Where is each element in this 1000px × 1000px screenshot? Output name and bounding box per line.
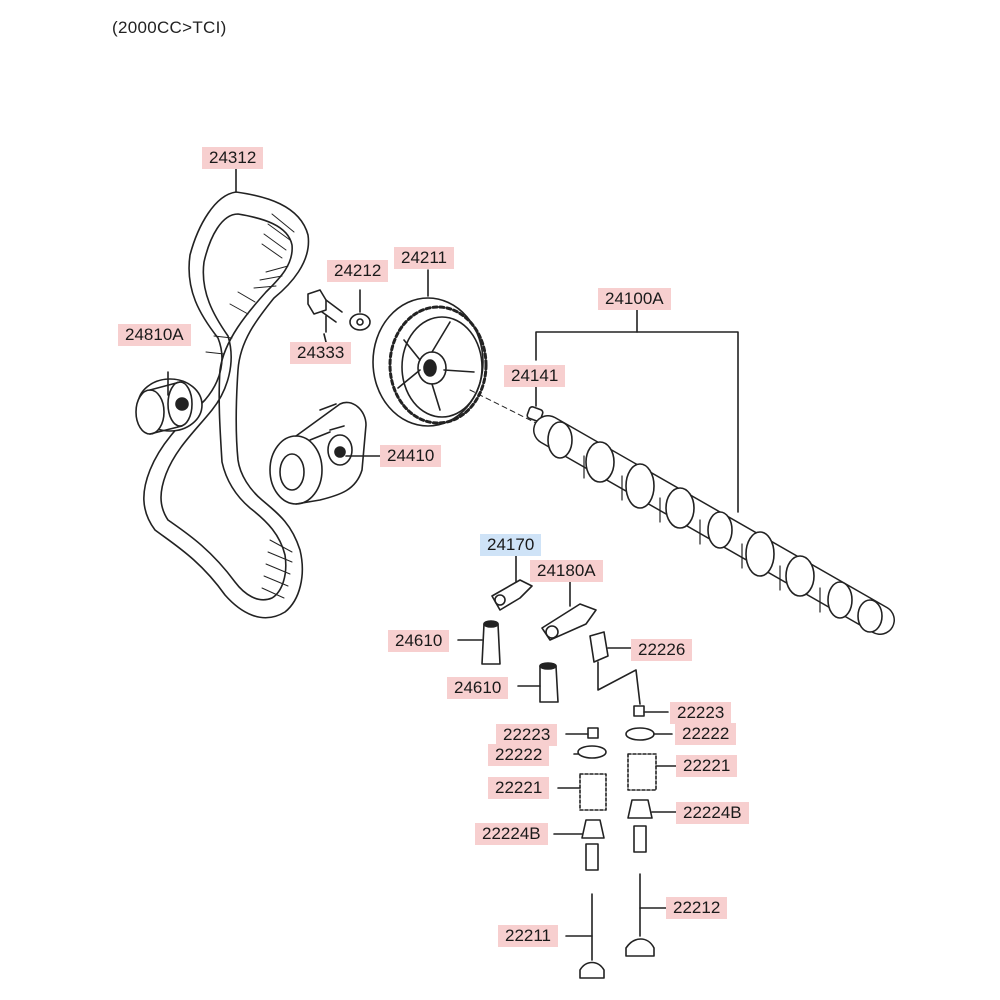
lash-adjuster-1-drawing <box>457 620 501 665</box>
bolt-washer-drawing <box>307 289 371 333</box>
part-label-24141[interactable]: 24141 <box>504 365 566 387</box>
part-label-24170[interactable]: 24170 <box>480 534 542 556</box>
cam-sprocket-drawing <box>372 269 488 427</box>
camshaft-drawing <box>533 309 895 635</box>
part-label-24610-lower[interactable]: 24610 <box>447 677 509 699</box>
part-label-24212[interactable]: 24212 <box>327 260 389 282</box>
part-label-22211[interactable]: 22211 <box>498 925 559 947</box>
part-label-22221-right[interactable]: 22221 <box>676 755 738 777</box>
valve-train-right-drawing <box>625 705 677 957</box>
timing-belt-drawing <box>143 191 310 619</box>
rocker-arm-24170-drawing <box>491 555 533 611</box>
part-label-22212[interactable]: 22212 <box>666 897 728 919</box>
part-label-22224B-right[interactable]: 22224B <box>676 802 749 824</box>
part-label-24810A[interactable]: 24810A <box>118 324 191 346</box>
part-label-22222-left[interactable]: 22222 <box>488 744 550 766</box>
part-label-22223-right[interactable]: 22223 <box>670 702 732 724</box>
part-label-24312[interactable]: 24312 <box>202 147 264 169</box>
part-label-22223-left[interactable]: 22223 <box>496 724 558 746</box>
part-label-22222-right[interactable]: 22222 <box>675 723 737 745</box>
idler-pulley-drawing <box>135 371 203 435</box>
part-label-24211[interactable]: 24211 <box>394 247 455 269</box>
tensioner-drawing <box>269 401 367 505</box>
engine-variant-title: (2000CC>TCI) <box>112 18 227 37</box>
part-label-24180A[interactable]: 24180A <box>530 560 603 582</box>
part-label-24610-upper[interactable]: 24610 <box>388 630 450 652</box>
part-label-22224B-left[interactable]: 22224B <box>475 823 548 845</box>
lash-adjuster-2-drawing <box>517 662 559 703</box>
rocker-arm-24180A-drawing <box>541 581 597 641</box>
part-label-22221-left[interactable]: 22221 <box>488 777 550 799</box>
part-label-24100A[interactable]: 24100A <box>598 288 671 310</box>
valve-train-left-drawing <box>553 727 607 979</box>
part-label-24410[interactable]: 24410 <box>380 445 442 467</box>
part-label-22226[interactable]: 22226 <box>631 639 693 661</box>
leader-24333 <box>323 333 327 343</box>
valve-bridge-drawing <box>589 631 641 705</box>
pin-drawing <box>526 385 544 422</box>
part-label-24333[interactable]: 24333 <box>290 342 352 364</box>
